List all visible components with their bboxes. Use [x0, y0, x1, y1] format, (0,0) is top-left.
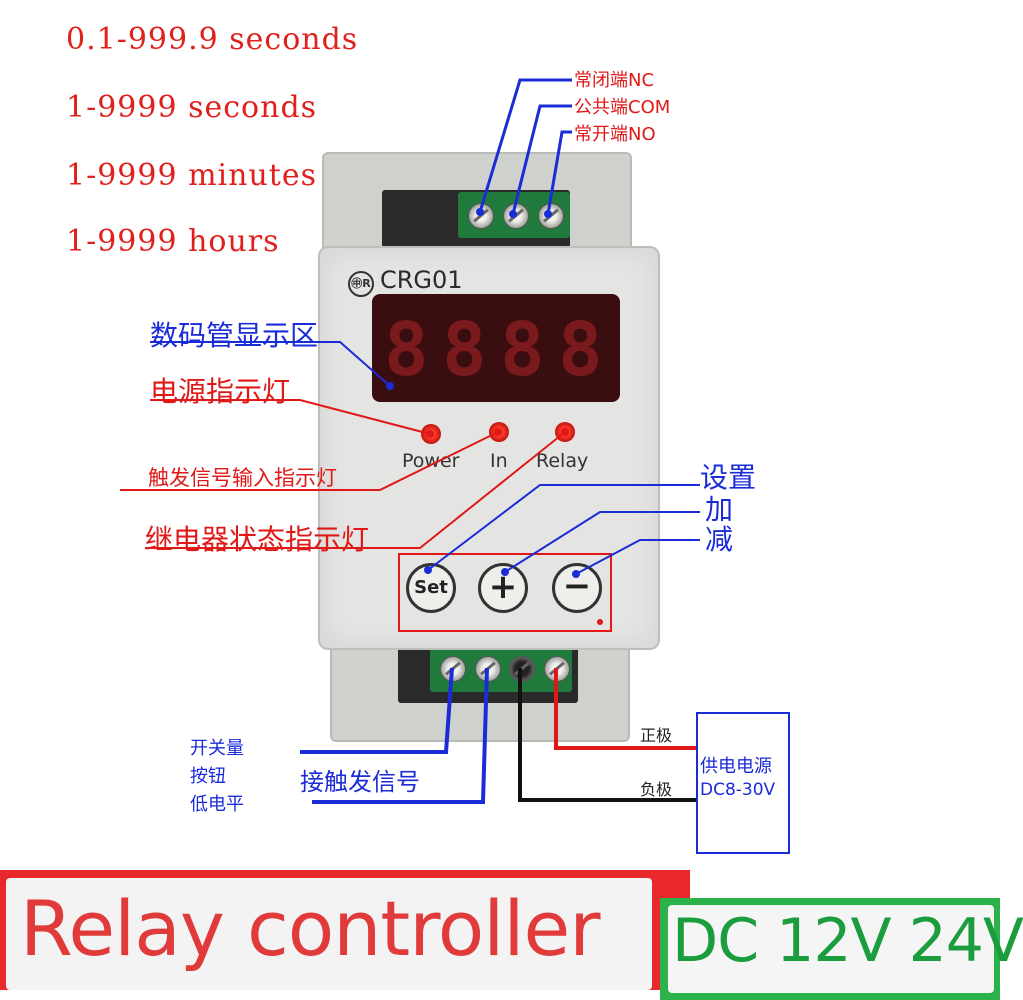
brand-logo-icon: ㊥R	[348, 271, 374, 297]
display-area-annotation: 数码管显示区	[150, 319, 319, 352]
input-led-label: In	[490, 450, 508, 472]
plus-annotation: 加	[705, 493, 734, 526]
seven-segment-display	[372, 294, 620, 402]
trigger-type-low-level: 低电平	[190, 794, 244, 815]
set-button[interactable]: Set	[406, 563, 456, 613]
terminal-nc-label: 常闭端NC	[574, 70, 655, 91]
power-supply-box	[696, 712, 790, 854]
banner-title: Relay controller	[20, 884, 601, 973]
power-supply-range: DC8-30V	[700, 780, 776, 800]
model-label: CRG01	[380, 266, 463, 294]
range-seconds-decimal: 0.1-999.9 seconds	[66, 22, 359, 57]
display-digit: 8	[384, 307, 429, 393]
trigger-type-switch: 开关量	[190, 738, 244, 759]
relay-led-label: Relay	[536, 450, 589, 472]
range-hours: 1-9999 hours	[66, 224, 280, 259]
banner-voltage: DC 12V 24V	[672, 906, 1023, 976]
power-indicator-annotation: 电源指示灯	[150, 375, 291, 408]
range-seconds: 1-9999 seconds	[66, 90, 318, 125]
terminal-com-label: 公共端COM	[574, 97, 671, 118]
power-led-label: Power	[402, 450, 460, 472]
annotation-lines	[120, 78, 700, 804]
button-group-frame	[398, 553, 612, 632]
positive-pole-label: 正极	[640, 726, 673, 745]
voltage-banner-panel	[668, 905, 994, 993]
range-minutes: 1-9999 minutes	[66, 158, 317, 193]
power-supply-title: 供电电源	[700, 756, 772, 777]
trigger-input-indicator-annotation: 触发信号输入指示灯	[148, 466, 337, 490]
set-annotation: 设置	[700, 461, 757, 494]
display-digit: 8	[500, 307, 545, 393]
minus-annotation: 减	[705, 523, 734, 556]
title-banner-panel	[6, 878, 652, 990]
display-digit: 8	[442, 307, 487, 393]
relay-status-indicator-annotation: 继电器状态指示灯	[145, 523, 370, 556]
display-digit: 8	[558, 307, 603, 393]
plus-button[interactable]: +	[478, 563, 528, 613]
terminal-no-label: 常开端NO	[574, 124, 656, 145]
trigger-type-button: 按钮	[190, 766, 226, 787]
trigger-signal-label: 接触发信号	[300, 768, 420, 796]
negative-pole-label: 负极	[640, 780, 673, 799]
